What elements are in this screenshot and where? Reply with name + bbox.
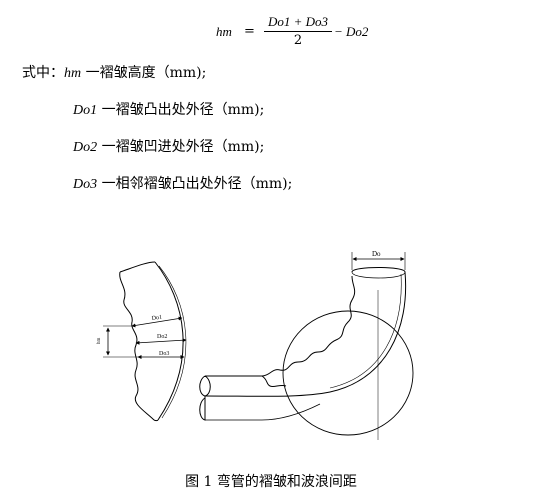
elbow-outer-wall — [204, 271, 407, 397]
legend-line-2: Do1 一褶皱凸出处外径（mm); — [73, 99, 264, 119]
elbow-inner-wall — [261, 275, 356, 377]
right-elbow-pipe — [199, 252, 414, 440]
elbow-top-opening — [351, 267, 406, 273]
label-do2: Do2 — [157, 334, 167, 340]
formula-equals: = — [244, 24, 255, 39]
legend-symbol-do3: Do3 — [73, 177, 98, 192]
figure-caption: 图 1 弯管的褶皱和波浪间距 — [185, 474, 357, 490]
left-outer-wall — [154, 261, 184, 421]
legend-symbol-do1: Do1 — [73, 103, 98, 118]
legend-symbol-do2: Do2 — [73, 140, 98, 155]
label-do3: Do3 — [159, 351, 169, 357]
formula-tail: − Do2 — [334, 24, 369, 39]
left-pipe-section — [103, 261, 187, 422]
left-inner-wall — [119, 271, 155, 421]
label-do1: Do1 — [151, 315, 162, 322]
legend-text-do1: 一褶皱凸出处外径（mm); — [97, 102, 265, 118]
legend-text-do3: 一相邻褶皱凸出处外径（mm); — [97, 176, 293, 192]
formula-denominator: 2 — [293, 33, 303, 48]
legend-line-3: Do2 一褶皱凹进处外径（mm); — [73, 136, 264, 156]
formula-lhs: hm — [216, 24, 232, 39]
legend-text-do2: 一褶皱凹进处外径（mm); — [97, 139, 265, 155]
legend-line-4: Do3 一相邻褶皱凸出处外径（mm); — [73, 173, 292, 193]
legend-line-1: 式中：hm 一褶皱高度（mm); — [22, 62, 206, 82]
legend-symbol-hm: hm — [64, 66, 82, 81]
label-do: Do — [372, 250, 381, 258]
formula-numerator: Do1 + Do3 — [264, 14, 332, 32]
straight-pipe-end — [199, 375, 211, 397]
legend-text-hm: 一褶皱高度（mm); — [81, 65, 207, 81]
formula-fraction: Do1 + Do3 2 — [264, 14, 332, 48]
label-hm: hm — [97, 338, 102, 345]
legend-prefix: 式中： — [22, 65, 64, 81]
wrinkle-ellipse — [282, 310, 414, 436]
